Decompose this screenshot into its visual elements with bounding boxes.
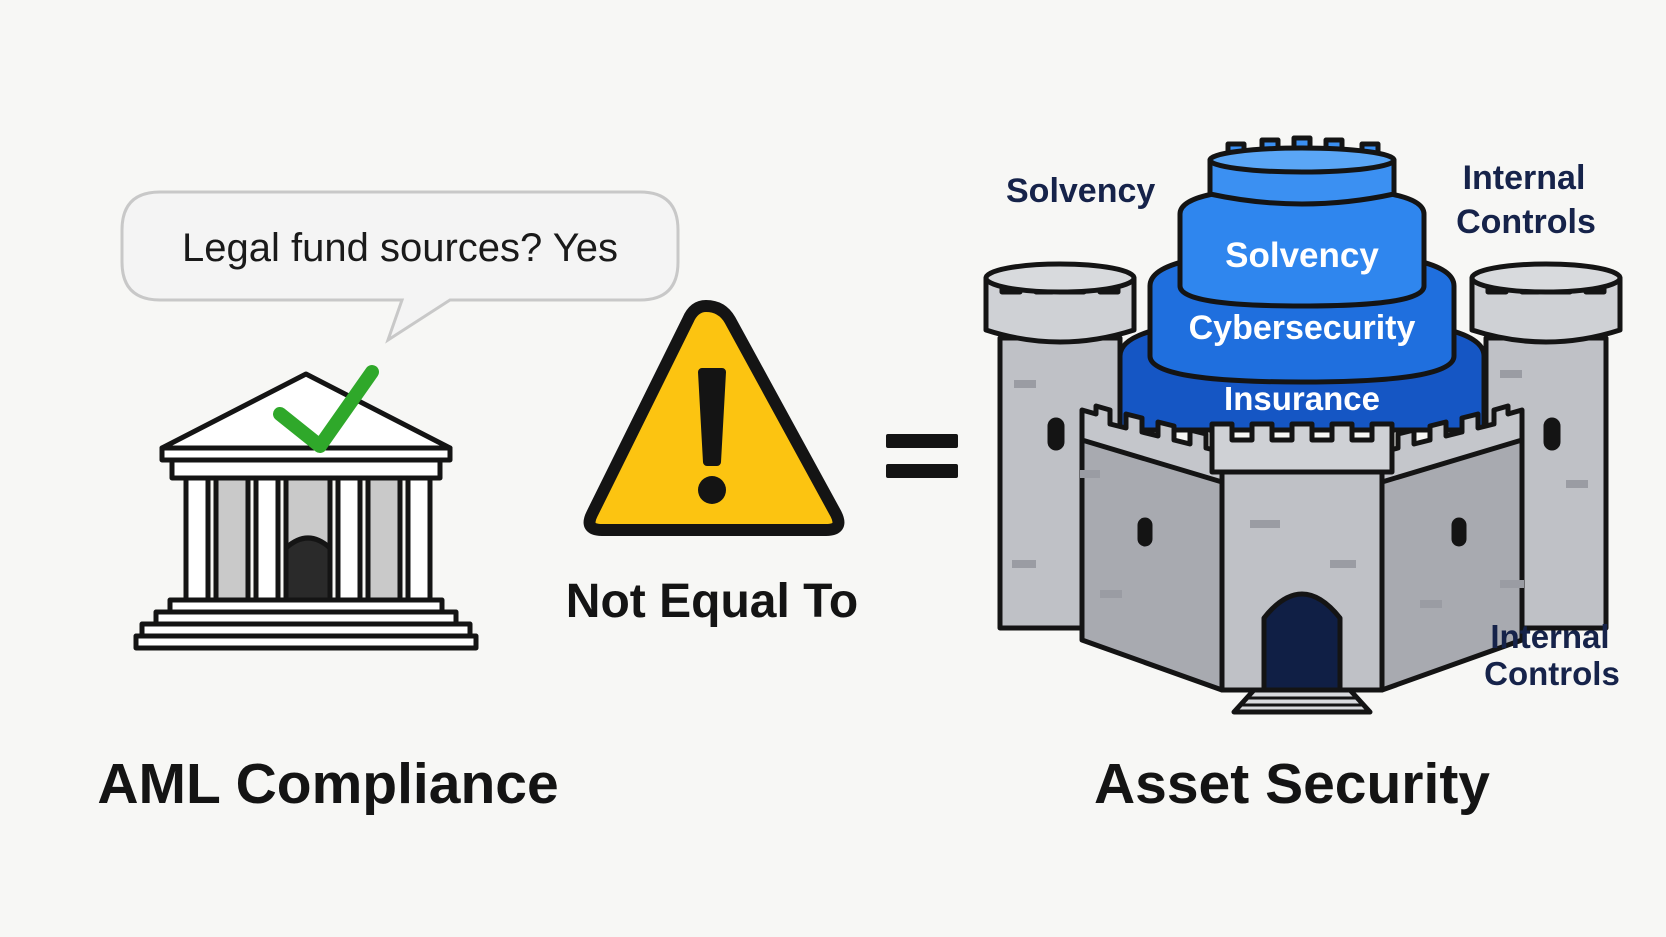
stone-bricks	[1012, 370, 1588, 608]
side-label-internal-bottom: Internal	[1490, 618, 1609, 655]
left-title: AML Compliance	[97, 752, 558, 816]
castle-icon	[983, 135, 1623, 715]
side-label-controls-bottom: Controls	[1484, 655, 1620, 692]
tier-label-cybersecurity: Cybersecurity	[1189, 309, 1416, 347]
speech-bubble-text: Legal fund sources? Yes	[182, 226, 618, 270]
speech-bubble: Legal fund sources? Yes	[120, 190, 680, 344]
side-label-internal-top: Internal	[1463, 159, 1586, 197]
side-label-controls-top: Controls	[1456, 203, 1596, 241]
left-wall	[1079, 403, 1225, 693]
gatehouse	[1209, 421, 1395, 715]
side-label-solvency: Solvency	[1006, 172, 1155, 210]
equals-sign-icon	[886, 434, 958, 478]
tier-label-solvency: Solvency	[1225, 236, 1379, 275]
tier-label-insurance: Insurance	[1224, 380, 1380, 417]
castle-gate	[1261, 591, 1343, 693]
bank-icon	[133, 371, 479, 651]
not-equal-caption: Not Equal To	[566, 575, 858, 628]
checkmark-icon	[273, 365, 379, 453]
warning-icon	[583, 300, 845, 536]
castle-tiers	[1117, 135, 1487, 433]
right-title: Asset Security	[1094, 752, 1490, 816]
